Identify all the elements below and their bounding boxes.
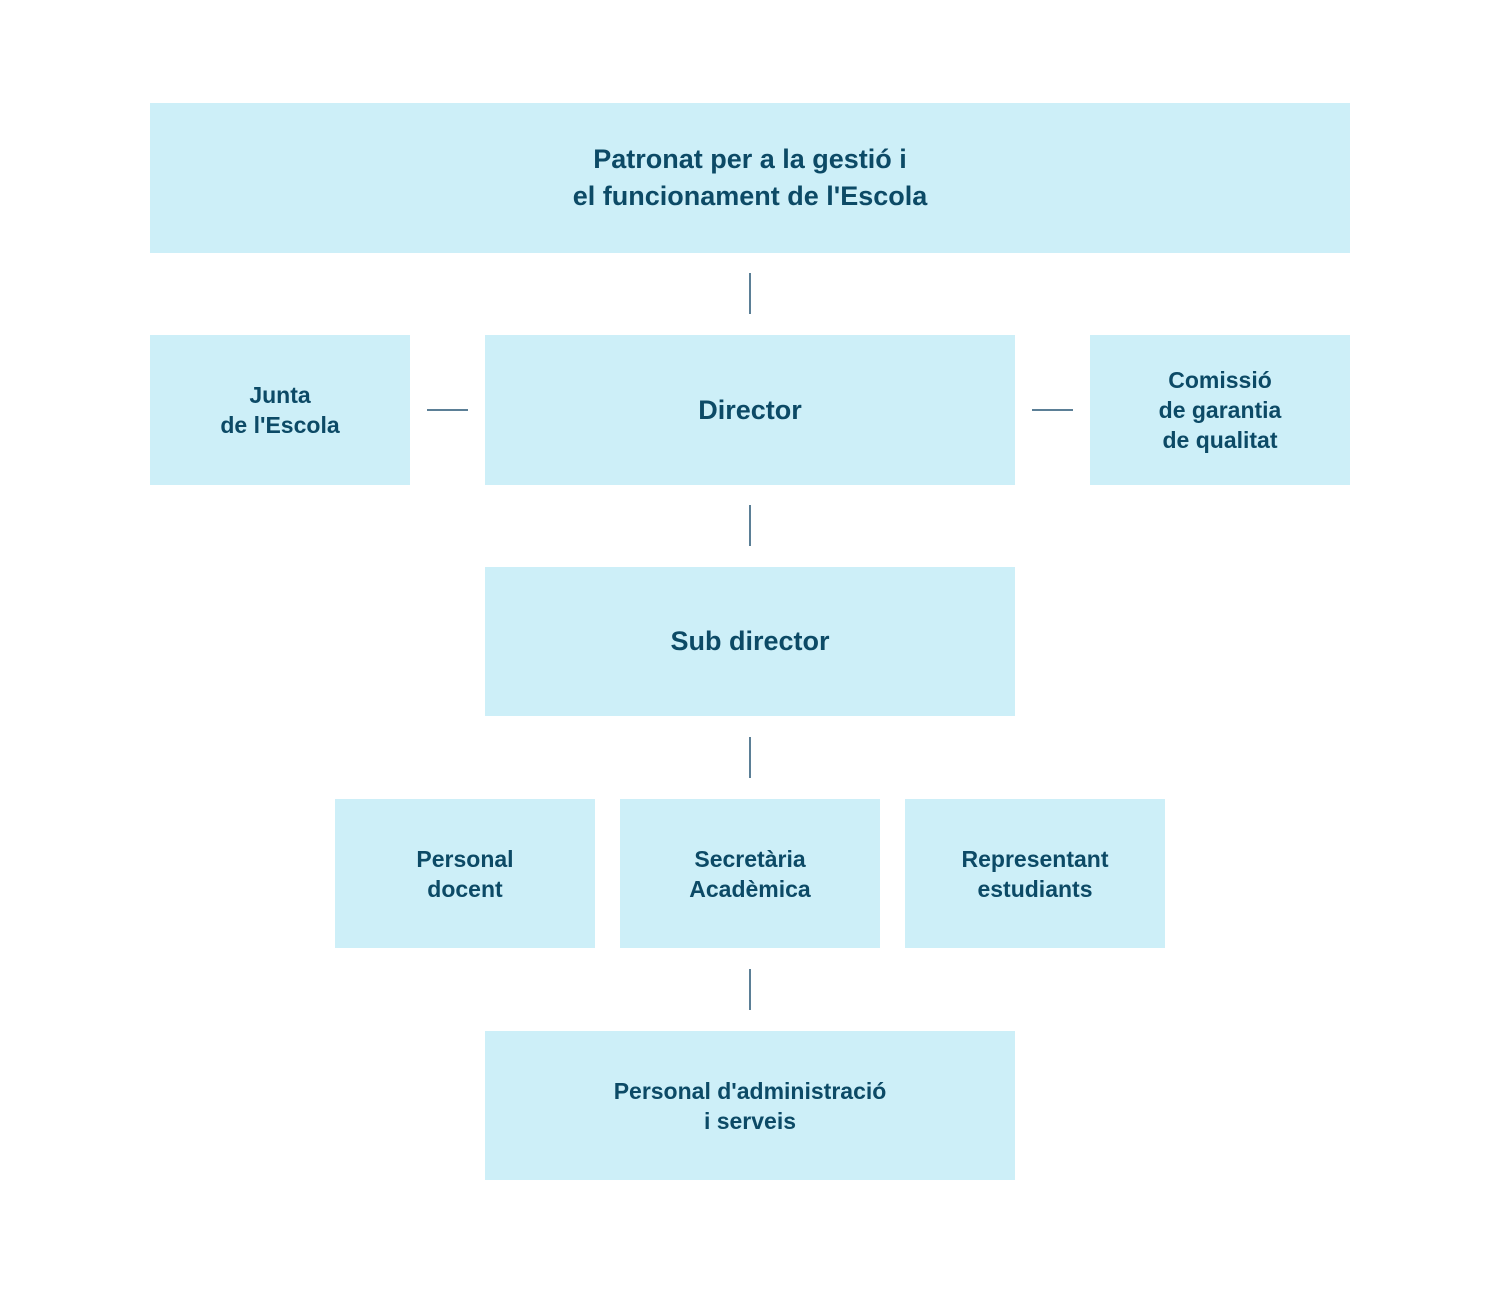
- node-personal-docent: Personal docent: [335, 799, 595, 948]
- node-secretaria-line-1: Secretària: [694, 845, 806, 872]
- node-personal-docent-line-1: Personal: [416, 845, 514, 872]
- node-pas-line-1: Personal d'administració: [613, 1077, 887, 1104]
- node-patronat: Patronat per a la gestió i el funcioname…: [150, 103, 1350, 253]
- node-patronat-line-2: el funcionament de l'Escola: [572, 181, 928, 211]
- node-secretaria-line-2: Acadèmica: [689, 875, 811, 902]
- node-secretaria: Secretària Acadèmica: [620, 799, 880, 948]
- node-director-line-1: Director: [698, 394, 802, 425]
- node-junta: Junta de l'Escola: [150, 335, 410, 485]
- node-personal-docent-line-2: docent: [427, 875, 503, 902]
- node-pas-line-2: i serveis: [703, 1107, 797, 1134]
- node-subdirector-line-1: Sub director: [670, 626, 830, 656]
- node-pas: Personal d'administració i serveis: [485, 1031, 1015, 1180]
- connector-junta-director: [427, 409, 468, 411]
- node-comissio-line-3: de qualitat: [1162, 427, 1278, 453]
- connector-row4-pas: [749, 969, 751, 1010]
- node-patronat-line-1: Patronat per a la gestió i: [593, 144, 907, 174]
- node-comissio: Comissió de garantia de qualitat: [1090, 335, 1350, 485]
- connector-director-subdirector: [749, 505, 751, 546]
- node-junta-line-2: de l'Escola: [220, 412, 340, 438]
- node-comissio-line-1: Comissió: [1168, 367, 1272, 393]
- node-junta-line-1: Junta: [249, 382, 311, 408]
- node-representant-line-2: estudiants: [977, 875, 1093, 902]
- node-director: Director: [485, 335, 1015, 485]
- connector-patronat-director: [749, 273, 751, 314]
- node-subdirector: Sub director: [485, 567, 1015, 716]
- node-comissio-line-2: de garantia: [1158, 397, 1282, 423]
- node-representant-line-1: Representant: [961, 845, 1109, 872]
- connector-subdirector-row4: [749, 737, 751, 778]
- connector-director-comissio: [1032, 409, 1073, 411]
- node-representant: Representant estudiants: [905, 799, 1165, 948]
